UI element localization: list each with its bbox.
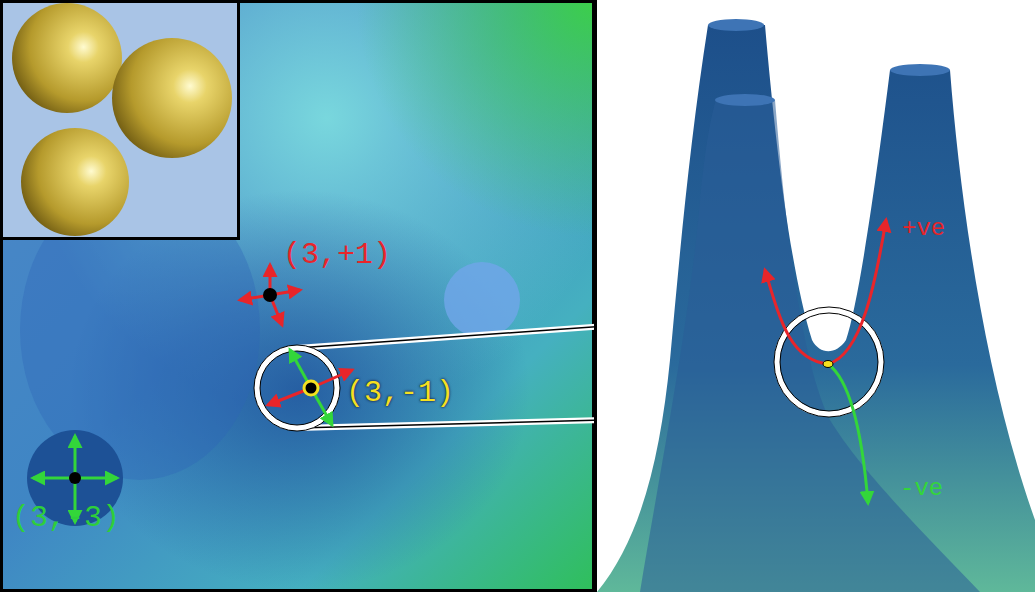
critical-point-label: (3,-1) <box>346 378 454 408</box>
curvature-label: -ve <box>900 477 943 501</box>
curvature-label: +ve <box>902 217 945 241</box>
critical-point-label: (3,+1) <box>283 240 391 270</box>
critical-point-label: (3,-3) <box>12 503 120 533</box>
